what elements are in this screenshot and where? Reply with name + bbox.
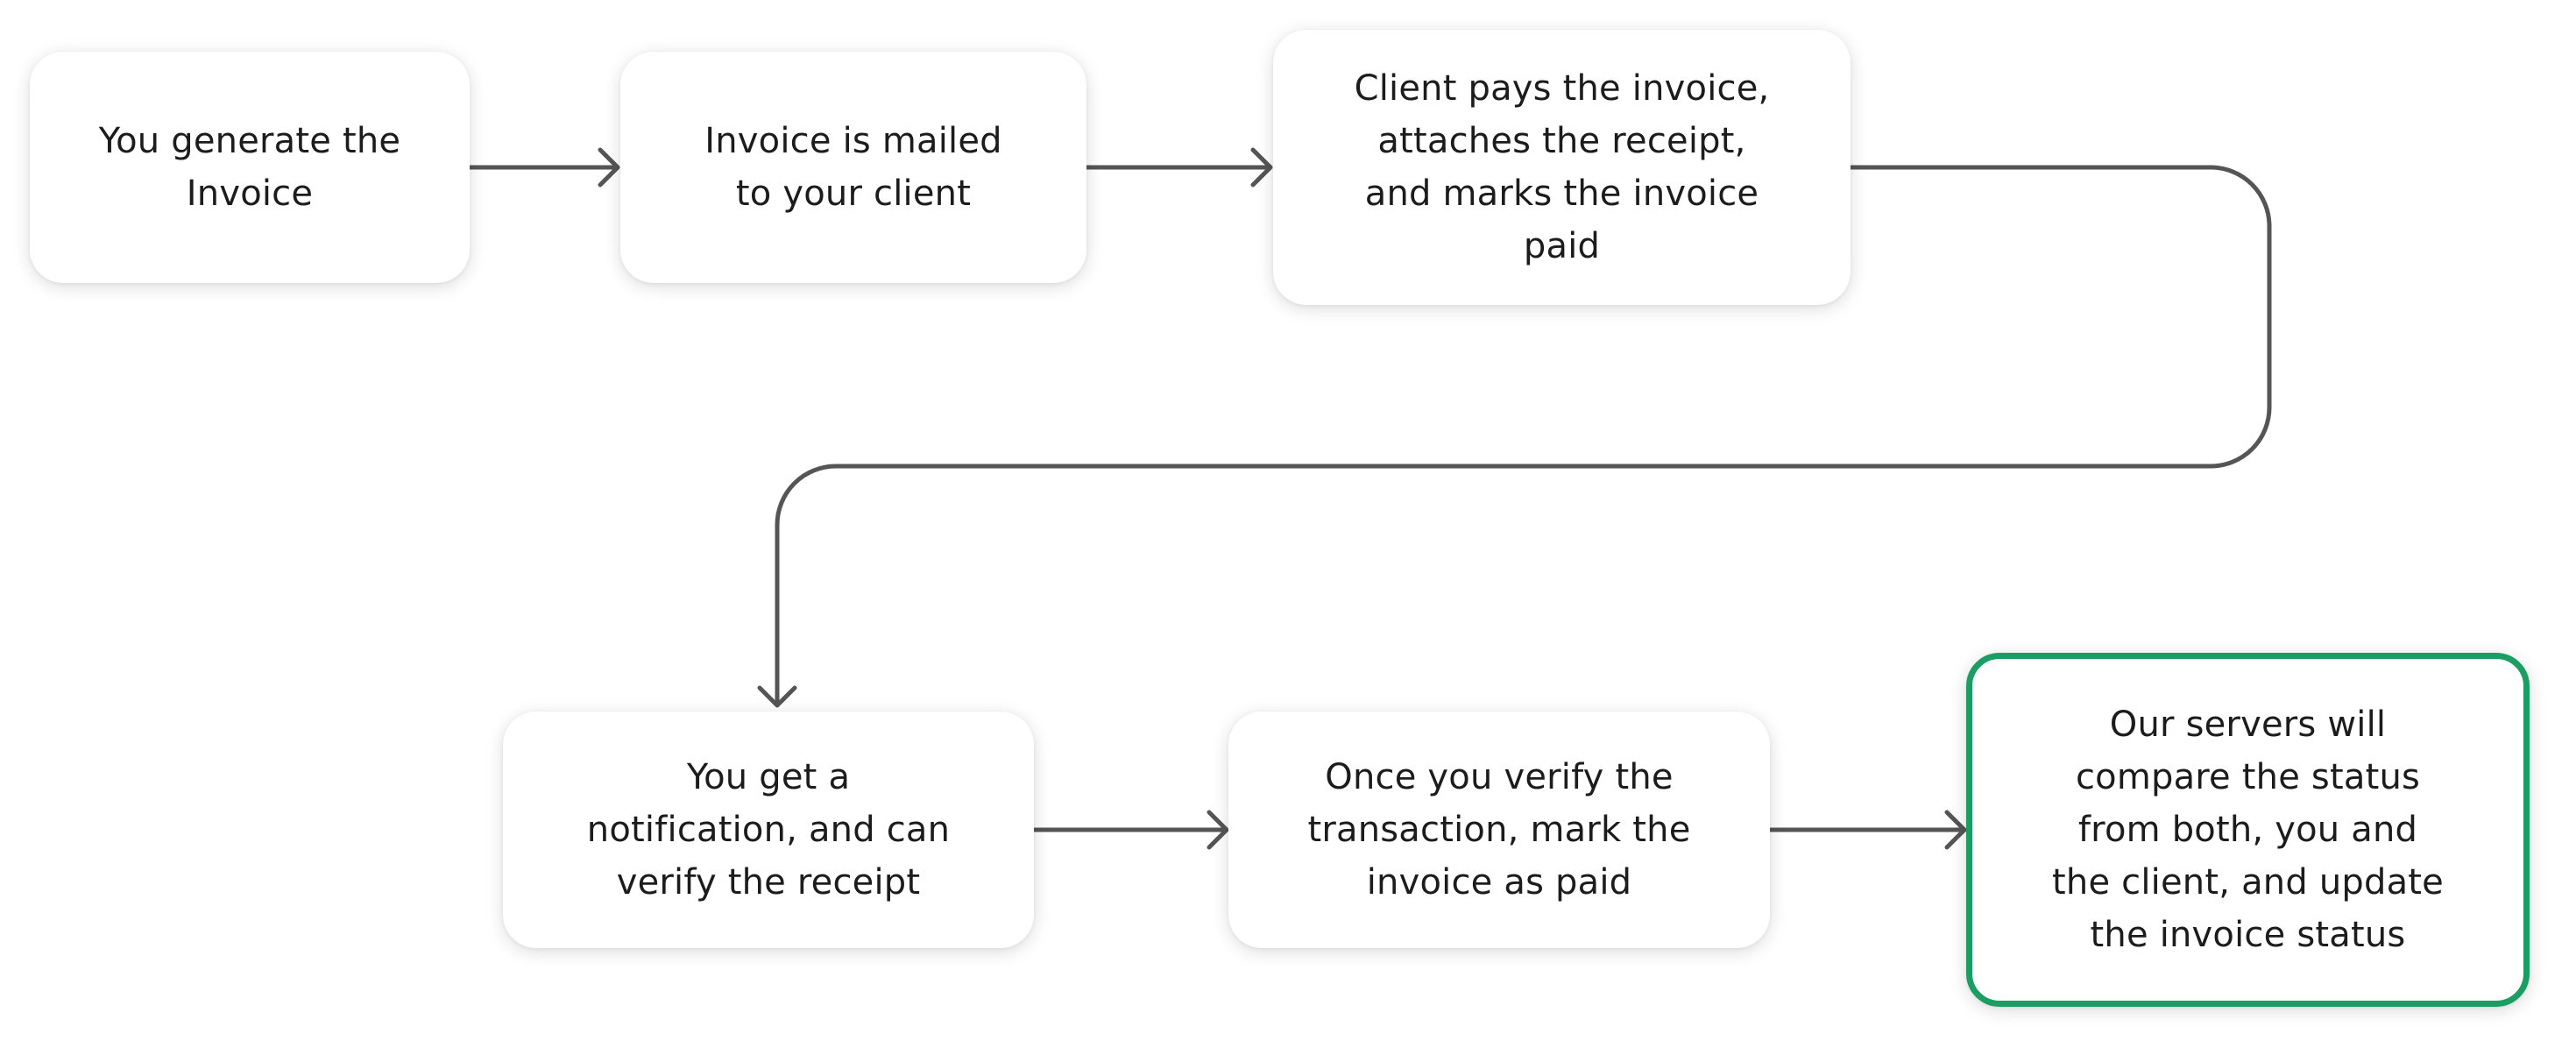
step-servers-compare-highlighted: Our servers will compare the status from…: [1966, 653, 2530, 1007]
arrowhead-icon: [1207, 810, 1229, 850]
edge-step-3-to-step-4: [775, 165, 2272, 706]
arrowhead-icon: [757, 685, 797, 708]
step-text: Once you verify the transaction, mark th…: [1307, 757, 1691, 903]
step-text: You generate the Invoice: [98, 121, 401, 214]
step-text: Our servers will compare the status from…: [2052, 705, 2444, 955]
step-text: Invoice is mailed to your client: [704, 121, 1002, 214]
step-text: You get a notification, and can verify t…: [586, 757, 951, 903]
step-text: Client pays the invoice, attaches the re…: [1354, 68, 1770, 266]
step-invoice-mailed: Invoice is mailed to your client: [620, 52, 1086, 283]
step-verify-transaction: Once you verify the transaction, mark th…: [1228, 712, 1770, 948]
step-generate-invoice: You generate the Invoice: [30, 52, 470, 283]
arrowhead-icon: [1250, 147, 1273, 188]
step-get-notification: You get a notification, and can verify t…: [503, 712, 1034, 948]
arrowhead-icon: [598, 147, 620, 188]
arrowhead-icon: [1944, 810, 1967, 850]
step-client-pays: Client pays the invoice, attaches the re…: [1273, 30, 1851, 305]
